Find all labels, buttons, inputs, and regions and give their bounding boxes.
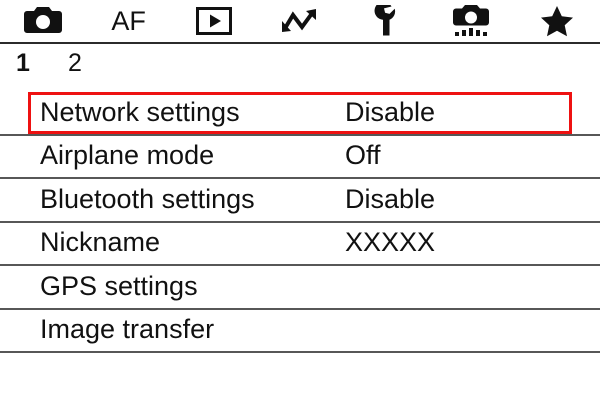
menu-list: Network settings Disable Airplane mode O… <box>0 90 600 353</box>
tab-playback[interactable] <box>171 0 257 42</box>
zigzag-arrow-icon <box>280 6 320 36</box>
af-text-icon: AF <box>111 5 146 36</box>
playback-icon <box>196 7 233 35</box>
tab-autofocus[interactable]: AF <box>86 0 172 42</box>
icon-tab-bar: AF <box>0 0 600 42</box>
tab-setup[interactable] <box>343 0 429 42</box>
menu-row-value: Disable <box>345 96 436 127</box>
menu-row-value: Off <box>345 140 381 171</box>
menu-row-image-transfer[interactable]: Image transfer <box>0 308 600 352</box>
menu-row-label: Airplane mode <box>40 140 215 171</box>
menu-row-bluetooth-settings[interactable]: Bluetooth settings Disable <box>0 177 600 221</box>
tab-custom-functions[interactable] <box>429 0 515 42</box>
menu-row-label: Network settings <box>40 96 240 127</box>
menu-row-gps-settings[interactable]: GPS settings <box>0 264 600 308</box>
menu-row-label: Nickname <box>40 227 161 258</box>
icon-bar-divider <box>0 42 600 44</box>
row-divider <box>0 307 600 310</box>
menu-row-nickname[interactable]: Nickname XXXXX <box>0 221 600 265</box>
tab-my-menu[interactable] <box>514 0 600 42</box>
list-bottom-divider <box>0 351 600 353</box>
sub-tab-2[interactable]: 2 <box>68 49 82 77</box>
tab-bracketing[interactable] <box>257 0 343 42</box>
camera-icon <box>23 6 62 36</box>
menu-row-value: Disable <box>345 183 436 214</box>
menu-row-label: Image transfer <box>40 314 215 345</box>
menu-row-label: GPS settings <box>40 270 198 301</box>
wrench-icon <box>373 5 399 37</box>
menu-row-value: XXXXX <box>345 227 436 258</box>
menu-row-network-settings[interactable]: Network settings Disable <box>0 90 600 134</box>
row-divider <box>0 264 600 266</box>
star-icon <box>540 5 574 37</box>
menu-row-label: Bluetooth settings <box>40 183 255 214</box>
tab-shooting[interactable] <box>0 0 86 42</box>
camera-dust-icon <box>452 4 490 38</box>
sub-tab-1[interactable]: 1 <box>16 49 30 77</box>
row-divider <box>0 177 600 179</box>
sub-tab-row: 1 2 <box>0 44 600 84</box>
menu-row-airplane-mode[interactable]: Airplane mode Off <box>0 134 600 178</box>
row-divider <box>0 133 600 136</box>
row-divider <box>0 220 600 223</box>
